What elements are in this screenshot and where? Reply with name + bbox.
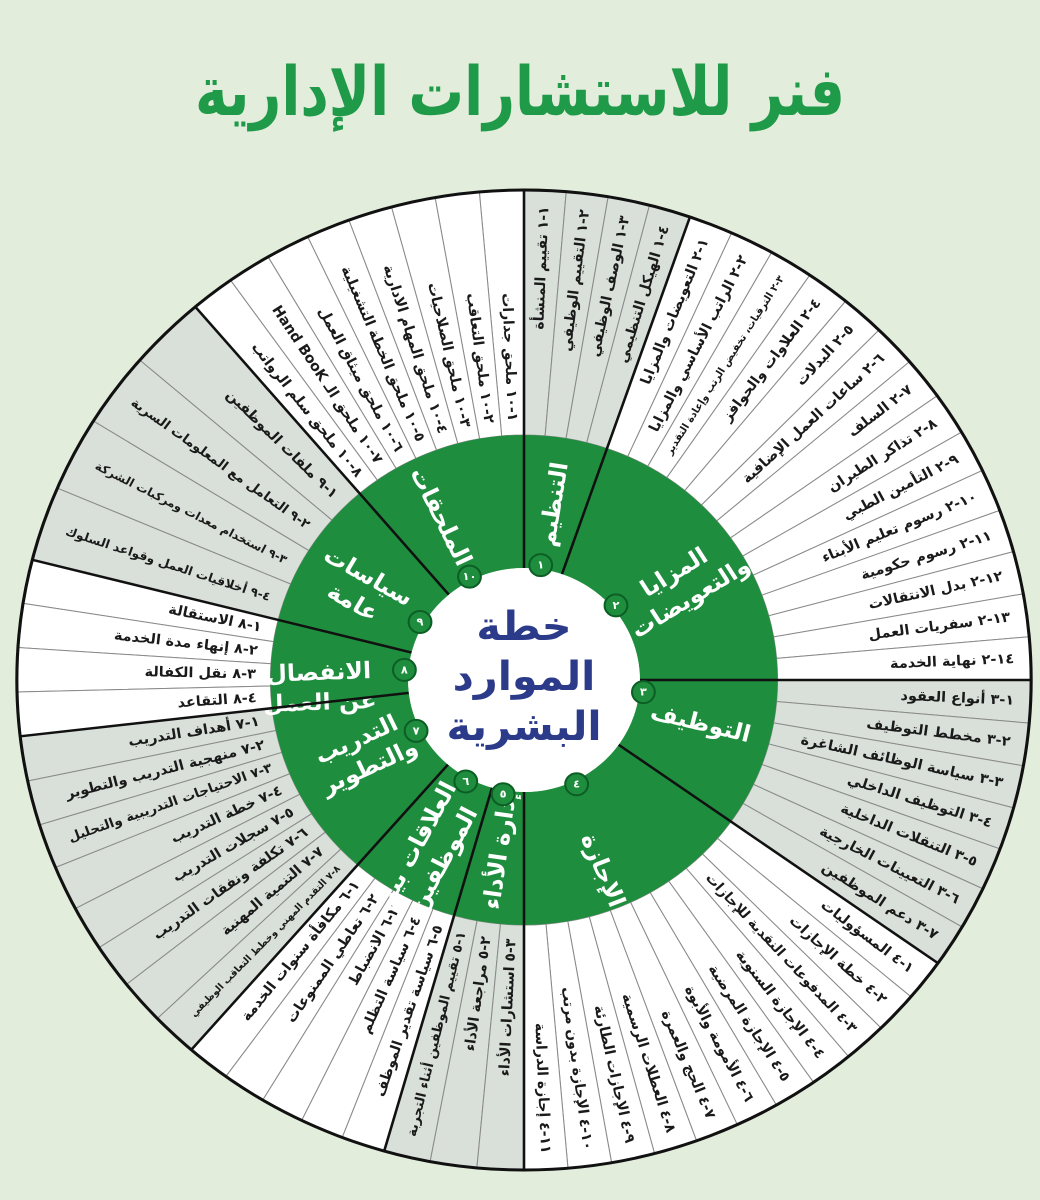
category-divider xyxy=(190,763,449,1051)
category-number-badge: ١٠ xyxy=(457,564,482,589)
item-label: ١-١ تقييم المنشأة xyxy=(529,206,553,330)
category-sector xyxy=(454,787,524,925)
item-wedge: ٢-٨ إنهاء مدة الخدمة xyxy=(17,602,275,665)
page-title: فنر للاستشارات الإدارية xyxy=(195,53,845,132)
item-label: ١-١٠ ملحق جدارات xyxy=(498,293,520,422)
badge-number: ٣ xyxy=(640,686,647,699)
center-title-line-2: الموارد xyxy=(453,653,596,700)
badge-circle xyxy=(630,680,656,705)
category-label-line: الانفصال xyxy=(266,657,372,688)
category-sector xyxy=(278,493,449,653)
category-number-badge: ١ xyxy=(528,553,554,578)
category-number-badges: ١ ٢ ٣ ٤ ٥ ٦ ٧ ٨ ٩ ١٠ xyxy=(391,553,656,807)
badge-number: ١ xyxy=(537,559,544,572)
category-sector xyxy=(561,448,778,680)
category-sector xyxy=(270,619,412,709)
badge-circle xyxy=(528,553,554,578)
category-dividers xyxy=(20,190,1032,1170)
badge-number: ٦ xyxy=(462,775,469,788)
center-title-line-1: خطة xyxy=(476,603,571,650)
item-wedge: ١-٣ أنواع العقود xyxy=(776,679,1032,724)
badge-circle xyxy=(603,593,629,618)
item-wedge: ٣-٨ نقل الكفالة xyxy=(16,646,272,693)
category-sector xyxy=(357,764,493,916)
badge-number: ١٠ xyxy=(463,570,477,583)
badge-circle xyxy=(407,610,433,634)
category-number-badge: ٨ xyxy=(391,657,417,682)
category-sector xyxy=(618,680,778,822)
badge-number: ٧ xyxy=(413,724,420,737)
category-divider xyxy=(560,216,692,575)
category-divider xyxy=(32,558,412,654)
category-number-badge: ٣ xyxy=(630,680,656,705)
center-disc xyxy=(408,568,640,792)
center-title-line-3: البشرية xyxy=(446,703,601,750)
outer-rim xyxy=(15,188,1033,1172)
badge-number: ٤ xyxy=(573,778,580,791)
category-number-badge: ٤ xyxy=(564,772,590,797)
category-divider xyxy=(617,743,939,965)
badge-number: ٨ xyxy=(401,664,408,677)
item-wedge: ١١-٤ إجازة الدراسة xyxy=(523,923,569,1171)
category-number-badge: ٦ xyxy=(453,769,479,794)
category-number-badge: ٢ xyxy=(603,593,629,618)
badge-number: ٢ xyxy=(612,599,619,612)
badge-number: ٥ xyxy=(500,788,507,801)
category-label: الانفصالعن العمل xyxy=(261,656,377,717)
category-divider xyxy=(20,691,409,738)
item-label: ١٤-٢ نهاية الخدمة xyxy=(890,651,1015,672)
category-sector xyxy=(524,435,607,575)
badge-circle xyxy=(564,772,590,797)
badge-circle xyxy=(490,782,516,807)
category-number-badge: ٥ xyxy=(490,782,516,807)
badge-number: ٩ xyxy=(417,616,424,629)
item-label: ٣-٨ نقل الكفالة xyxy=(144,664,256,682)
badge-circle xyxy=(457,564,482,589)
category-number-badge: ٧ xyxy=(403,718,429,743)
category-sector xyxy=(272,692,448,865)
item-wedge: ٤-٨ التقاعد xyxy=(16,685,273,737)
item-label: ١١-٤ إجازة الدراسة xyxy=(531,1022,553,1153)
item-label: ١-٣ أنواع العقود xyxy=(900,686,1014,709)
category-sector xyxy=(359,435,524,595)
badge-circle xyxy=(403,718,429,743)
center-circle: خطة الموارد البشرية xyxy=(408,568,640,792)
item-label: ٤-٨ التقاعد xyxy=(177,690,257,711)
badge-circle xyxy=(391,657,417,682)
category-divider xyxy=(194,306,450,596)
category-number-badge: ٩ xyxy=(407,610,433,634)
badge-circle xyxy=(453,769,479,794)
category-divider xyxy=(382,787,494,1152)
